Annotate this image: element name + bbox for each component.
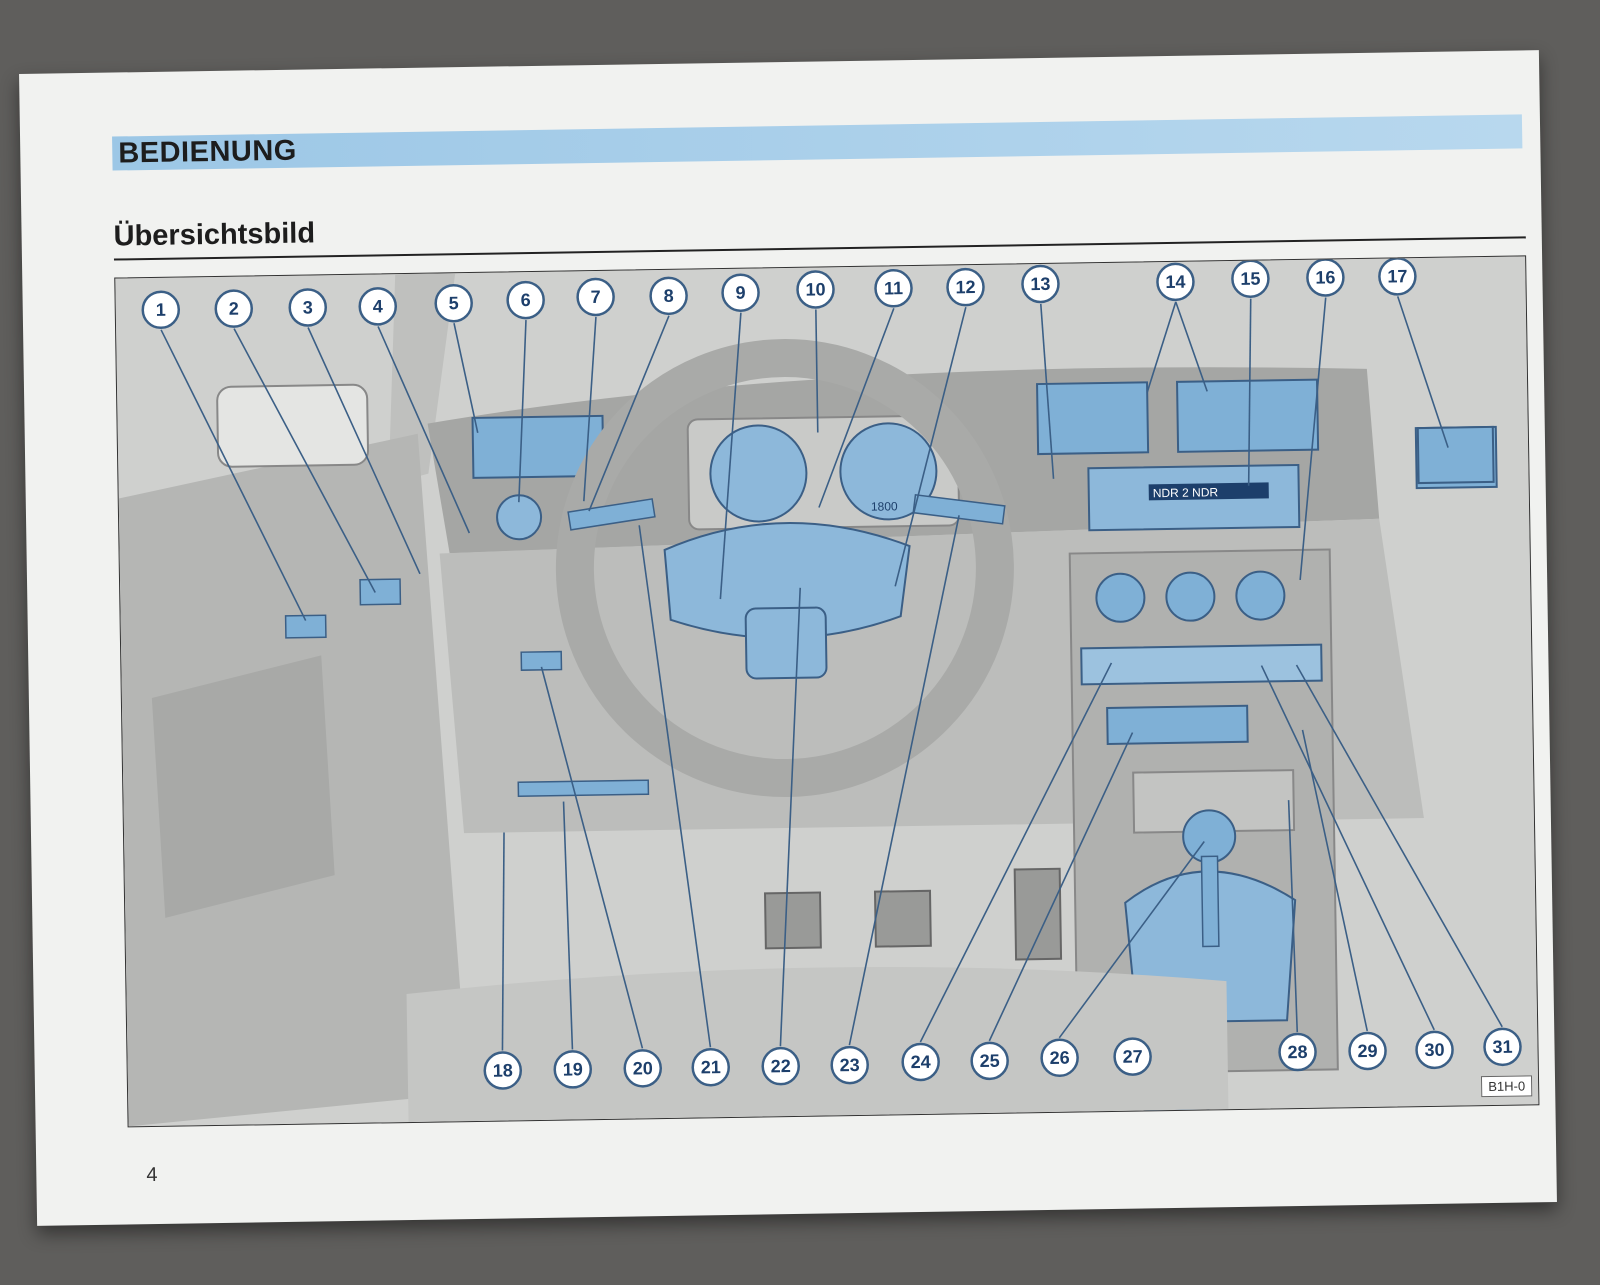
svg-text:18: 18: [493, 1060, 513, 1080]
svg-text:29: 29: [1357, 1041, 1377, 1061]
callouts-top: 1 2 3 4 5 6 7 8 9 10 11 12 13 14 15 16 1…: [141, 257, 1417, 330]
radio-display-text: NDR 2 NDR: [1153, 485, 1219, 500]
subtitle-rule: [113, 236, 1526, 261]
callout-leader-lines-bottom: [501, 515, 1503, 1051]
callout-27: 27: [1113, 1037, 1152, 1076]
svg-text:1: 1: [156, 300, 166, 320]
callout-14: 14: [1156, 262, 1195, 302]
svg-text:28: 28: [1287, 1042, 1307, 1062]
callout-leader-lines: [160, 296, 1449, 621]
callout-11: 11: [874, 269, 913, 308]
callout-18: 18: [483, 1051, 523, 1090]
figure-code: B1H-0: [1481, 1075, 1533, 1098]
page-subtitle: Übersichtsbild: [113, 217, 316, 253]
callout-9: 9: [721, 273, 760, 312]
svg-text:16: 16: [1315, 267, 1335, 287]
callout-24: 24: [901, 1042, 940, 1082]
svg-text:2: 2: [229, 299, 239, 319]
callout-13: 13: [1021, 264, 1060, 304]
callout-16: 16: [1306, 258, 1345, 297]
svg-text:11: 11: [884, 278, 903, 298]
callout-30: 30: [1415, 1030, 1454, 1070]
svg-text:27: 27: [1122, 1046, 1142, 1066]
svg-text:3: 3: [303, 297, 313, 317]
odometer-text: 1800: [871, 499, 898, 513]
page-number: 4: [146, 1163, 158, 1187]
callout-15: 15: [1231, 259, 1270, 298]
svg-text:23: 23: [840, 1055, 860, 1075]
svg-text:20: 20: [633, 1058, 653, 1078]
svg-text:7: 7: [590, 287, 600, 307]
svg-text:9: 9: [735, 283, 745, 303]
svg-text:12: 12: [955, 277, 975, 297]
svg-text:15: 15: [1240, 269, 1260, 289]
svg-text:10: 10: [805, 279, 825, 299]
callout-31: 31: [1483, 1027, 1522, 1067]
svg-text:26: 26: [1049, 1048, 1069, 1068]
callout-28: 28: [1278, 1032, 1317, 1072]
svg-text:22: 22: [771, 1056, 791, 1076]
svg-text:30: 30: [1424, 1040, 1444, 1060]
svg-text:17: 17: [1387, 266, 1407, 286]
callout-8: 8: [649, 276, 688, 316]
svg-text:5: 5: [449, 293, 459, 313]
callout-19: 19: [553, 1050, 593, 1089]
svg-text:13: 13: [1030, 274, 1050, 294]
callout-21: 21: [691, 1048, 730, 1087]
svg-text:8: 8: [663, 286, 673, 306]
svg-text:25: 25: [979, 1051, 999, 1071]
svg-text:24: 24: [911, 1052, 931, 1072]
svg-text:19: 19: [563, 1059, 583, 1079]
callout-29: 29: [1348, 1031, 1387, 1071]
svg-text:6: 6: [520, 290, 530, 310]
callout-10: 10: [796, 270, 835, 309]
callout-6: 6: [506, 280, 545, 320]
section-header-bar: BEDIENUNG: [112, 114, 1523, 171]
callout-5: 5: [434, 283, 473, 323]
callout-20: 20: [623, 1049, 662, 1088]
dashboard-drawing: NDR 2 NDR 1800: [115, 256, 1539, 1127]
svg-text:31: 31: [1492, 1037, 1512, 1057]
callout-3: 3: [288, 288, 327, 327]
svg-text:21: 21: [701, 1057, 721, 1077]
callouts-bottom: 18 19 20 21 22 23 24 25 26 27 28 29 30 3…: [483, 1027, 1522, 1090]
callout-23: 23: [830, 1045, 869, 1085]
callout-26: 26: [1040, 1038, 1079, 1078]
callout-22: 22: [761, 1046, 800, 1086]
callout-25: 25: [970, 1041, 1009, 1081]
svg-text:14: 14: [1165, 272, 1185, 292]
callout-17: 17: [1378, 257, 1417, 296]
dashboard-illustration: NDR 2 NDR 1800: [114, 255, 1540, 1128]
svg-text:4: 4: [373, 296, 383, 316]
callout-12: 12: [946, 267, 985, 307]
callout-7: 7: [576, 277, 615, 317]
section-title: BEDIENUNG: [118, 134, 298, 170]
callout-4: 4: [358, 287, 397, 326]
callout-1: 1: [141, 290, 181, 330]
manual-page: BEDIENUNG Übersichtsbild: [19, 50, 1557, 1226]
callout-2: 2: [214, 289, 254, 328]
